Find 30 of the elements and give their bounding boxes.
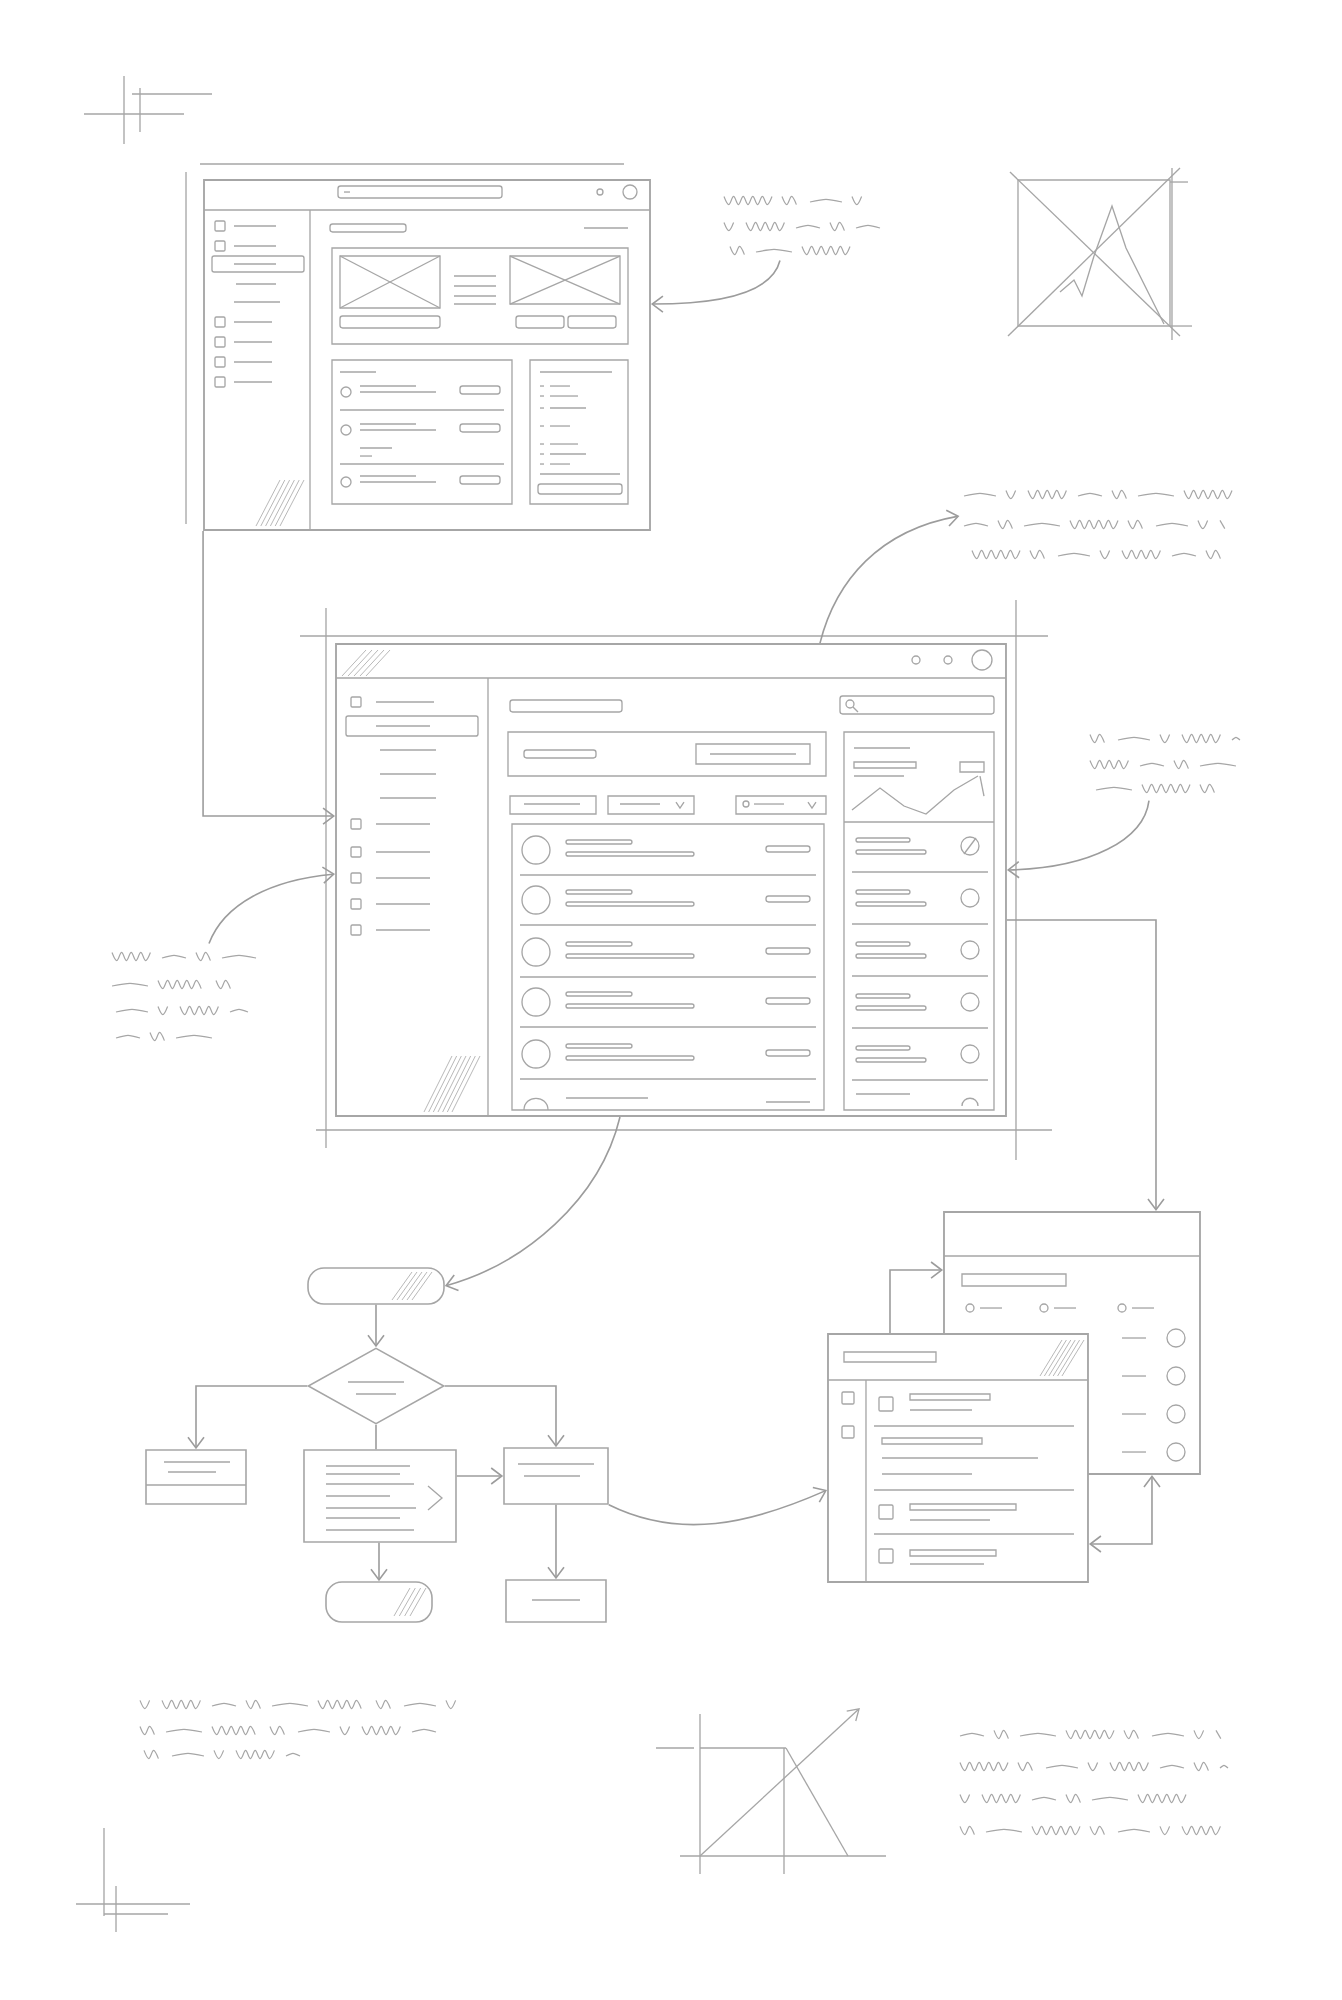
arrow (444, 1116, 621, 1292)
arrow (370, 1542, 388, 1582)
arrow (208, 866, 336, 945)
wireframe-window (335, 643, 1007, 1117)
wireframe-window (827, 1333, 1089, 1583)
process-box (505, 1579, 607, 1623)
wireframe-window (203, 179, 651, 531)
scribble-note (963, 489, 1233, 560)
terminal-shape (307, 1267, 445, 1305)
arrow (367, 1304, 385, 1348)
arrow (819, 509, 960, 644)
scribble-note (723, 195, 881, 256)
arrow (1088, 1474, 1161, 1553)
terminal-shape (325, 1581, 433, 1623)
connector-line (375, 1424, 377, 1450)
process-box (145, 1449, 247, 1505)
arrow (608, 1486, 828, 1526)
arrow (202, 530, 336, 825)
process-box (503, 1447, 609, 1505)
arrow (1006, 919, 1165, 1212)
scribble-note (1089, 733, 1241, 794)
arrow (650, 259, 781, 313)
arrow (547, 1504, 565, 1580)
arrow (889, 1261, 944, 1334)
scribble-note (111, 951, 257, 1042)
arrow (187, 1385, 308, 1450)
arrow (444, 1385, 565, 1448)
arrow (1006, 799, 1150, 879)
arrow (456, 1467, 504, 1485)
process-box (303, 1449, 457, 1543)
